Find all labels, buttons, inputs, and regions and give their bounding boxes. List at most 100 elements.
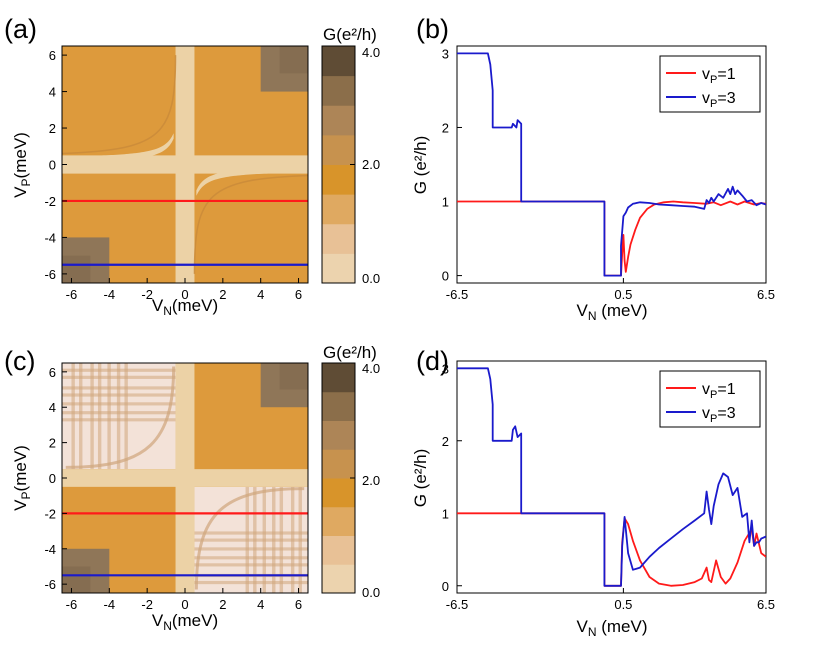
line-ytick-label: 2 bbox=[442, 120, 449, 135]
series-line-red bbox=[457, 200, 766, 277]
line-xtick-label: 6.5 bbox=[757, 597, 775, 612]
heatmap-stripe-v2 bbox=[290, 486, 295, 593]
colorbar-a-tick-mid: 2.0 bbox=[362, 157, 380, 172]
heatmap-corner-upper-right-inner bbox=[279, 46, 308, 74]
heatmap-a-xlabel: VN(meV) bbox=[152, 296, 218, 318]
series-line-blue bbox=[457, 52, 766, 277]
colorbar-segment bbox=[322, 194, 355, 225]
line-xtick-label: 0.5 bbox=[614, 597, 632, 612]
heatmap-c-xlabel: VN(meV) bbox=[152, 611, 218, 633]
heatmap-edge-lr bbox=[193, 174, 308, 274]
heatmap-arc-ul bbox=[65, 366, 176, 469]
heatmap-xtick-label: 0 bbox=[181, 287, 188, 302]
legend-box bbox=[659, 55, 761, 113]
heatmap-ytick-label: 6 bbox=[49, 365, 56, 380]
colorbar-segment bbox=[322, 363, 355, 393]
heatmap-xtick-label: 6 bbox=[295, 287, 302, 302]
heatmap-stripe-v2 bbox=[253, 486, 257, 593]
heatmap-xtick-label: 4 bbox=[257, 597, 264, 612]
heatmap-corner-upper-right-inner bbox=[279, 363, 308, 390]
heatmap-a-ylabel: VP(meV) bbox=[11, 132, 33, 198]
line-ytick-label: 0 bbox=[442, 269, 449, 284]
heatmap-xtick-label: -2 bbox=[141, 287, 153, 302]
heatmap-xtick-label: -6 bbox=[66, 287, 78, 302]
heatmap-gap-horizontal bbox=[62, 155, 308, 174]
heatmap-stripe-v2 bbox=[279, 486, 284, 593]
line-xtick-label: -6.5 bbox=[446, 597, 468, 612]
line-series-group bbox=[457, 367, 766, 587]
heatmap-xtick-label: 4 bbox=[257, 287, 264, 302]
heatmap-ytick-label: 4 bbox=[49, 85, 56, 100]
heatmap-xtick-label: 6 bbox=[295, 597, 302, 612]
line-plot-frame bbox=[456, 360, 767, 594]
line-xtick-label: 0.5 bbox=[614, 287, 632, 302]
heatmap-stripe-h bbox=[194, 580, 308, 585]
heatmap-ytick-label: 0 bbox=[49, 471, 56, 486]
heatmap-xtick-label: 0 bbox=[181, 597, 188, 612]
heatmap-corner-lower-left-inner bbox=[62, 566, 91, 593]
legend-label-blue: vP=3 bbox=[702, 405, 736, 425]
heatmap-stripe-h2 bbox=[62, 402, 176, 406]
colorbar-segment bbox=[322, 478, 355, 508]
colorbar-segment bbox=[322, 223, 355, 254]
panel-label-a: (a) bbox=[4, 14, 37, 44]
heatmap-stripe-h bbox=[194, 531, 308, 535]
heatmap-stripe-h bbox=[194, 556, 308, 560]
colorbar-segment bbox=[322, 391, 355, 421]
heatmap-gap-horizontal bbox=[62, 469, 308, 487]
colorbar-a-tick-max: 4.0 bbox=[362, 45, 380, 60]
line-ytick-label: 3 bbox=[442, 361, 449, 376]
heatmap-stripe-h2 bbox=[62, 393, 176, 397]
heatmap-ytick-label: 2 bbox=[49, 121, 56, 136]
colorbar-a-tick-min: 0.0 bbox=[362, 271, 380, 286]
line-ytick-label: 1 bbox=[442, 506, 449, 521]
heatmap-ytick-label: -2 bbox=[44, 506, 56, 521]
heatmap-edge-ul bbox=[62, 55, 177, 155]
line-b-ylabel: G (e²/h) bbox=[411, 136, 430, 195]
heatmap-ytick-label: 0 bbox=[49, 158, 56, 173]
series-line-blue bbox=[457, 367, 766, 587]
heatmap-stripe-v bbox=[97, 363, 102, 470]
heatmap-ytick-label: -6 bbox=[44, 267, 56, 282]
line-ytick-label: 3 bbox=[442, 46, 449, 61]
heatmap-c-ylabel: VP(meV) bbox=[11, 445, 33, 511]
heatmap-stripe-v bbox=[107, 363, 111, 470]
heatmap-stripe-v bbox=[90, 363, 94, 470]
colorbar-segment bbox=[322, 420, 355, 450]
heatmap-stripe-v2 bbox=[272, 486, 276, 593]
heatmap-band-upper-left bbox=[62, 133, 174, 163]
heatmap-stripe-v2 bbox=[245, 486, 249, 593]
heatmap-ytick-label: -4 bbox=[44, 230, 56, 245]
heatmap-xtick-label: 2 bbox=[219, 287, 226, 302]
heatmap-stripe-h2 bbox=[62, 386, 176, 390]
heatmap-stripe-v bbox=[71, 363, 75, 470]
colorbar-c-tick-min: 0.0 bbox=[362, 585, 380, 600]
heatmap-xtick-label: 2 bbox=[219, 597, 226, 612]
line-ytick-label: 2 bbox=[442, 434, 449, 449]
legend-label-red: vP=1 bbox=[702, 66, 736, 86]
line-d-ylabel: G (e²/h) bbox=[411, 449, 430, 508]
heatmap-arc-lr bbox=[194, 487, 305, 590]
heatmap-stripe-v bbox=[124, 363, 128, 470]
colorbar-c-tick-mid: 2.0 bbox=[362, 473, 380, 488]
heatmap-stripe-v2 bbox=[262, 486, 266, 593]
heatmap-ytick-label: 2 bbox=[49, 436, 56, 451]
colorbar-segment bbox=[322, 253, 355, 284]
colorbar-c-tick-max: 4.0 bbox=[362, 361, 380, 376]
line-d-xlabel: VN (meV) bbox=[576, 617, 647, 639]
heatmap-stripe-h2 bbox=[62, 411, 176, 415]
heatmap-stripe-h2 bbox=[62, 368, 176, 372]
heatmap-stripe-h bbox=[194, 563, 308, 567]
heatmap-stripe-v2 bbox=[298, 486, 302, 593]
panel-label-c: (c) bbox=[4, 346, 35, 376]
line-series-group bbox=[457, 52, 766, 277]
series-line-red bbox=[457, 512, 766, 587]
colorbar-segment bbox=[322, 535, 355, 565]
heatmap-stripe-h bbox=[194, 538, 308, 542]
colorbar-segment bbox=[322, 46, 355, 77]
heatmap-ytick-label: 6 bbox=[49, 48, 56, 63]
line-ytick-label: 1 bbox=[442, 195, 449, 210]
heatmap-0-image bbox=[62, 46, 308, 283]
